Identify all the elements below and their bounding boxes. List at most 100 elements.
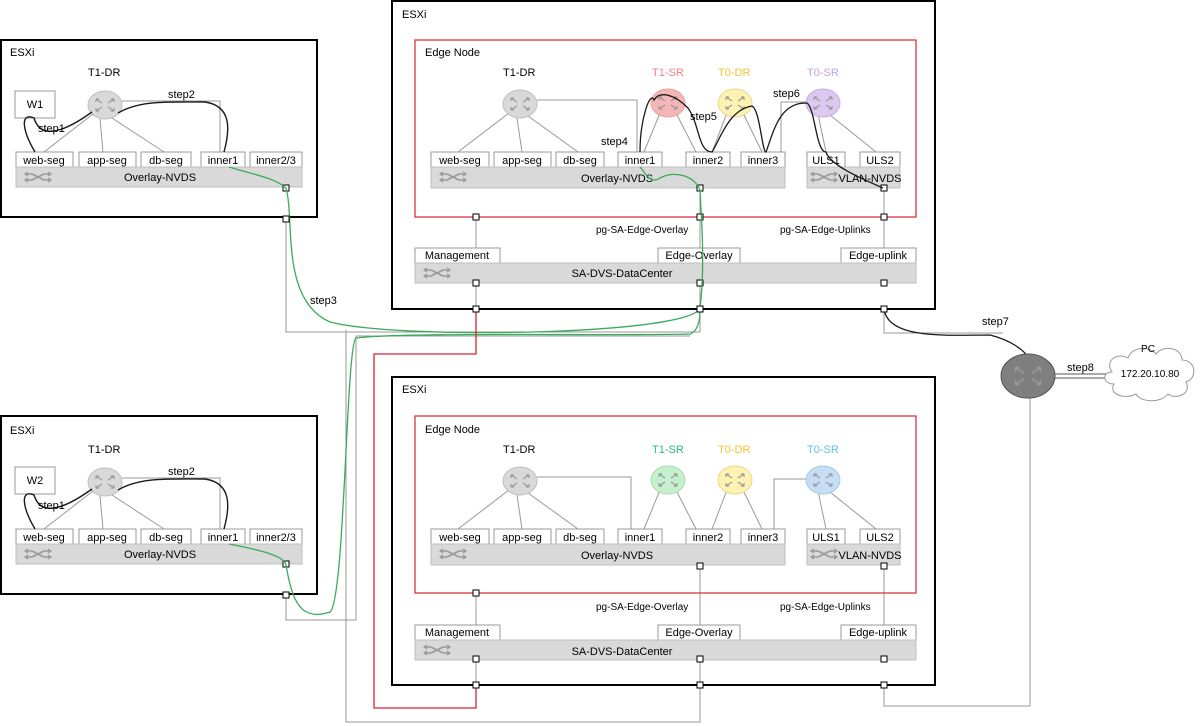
port-label: Edge-Overlay xyxy=(665,627,733,639)
physical-router[interactable] xyxy=(1000,353,1056,399)
host-1-overlay-label: Overlay-NVDS xyxy=(124,172,196,184)
path-step2 xyxy=(117,478,229,530)
t1dr-label: T1-DR xyxy=(503,444,535,456)
host-1-router[interactable] xyxy=(87,90,123,120)
t0dr-label: T0-DR xyxy=(718,67,750,79)
step2-label: step2 xyxy=(168,466,195,478)
path-step1 xyxy=(23,111,93,153)
edge-top-t1sr[interactable] xyxy=(650,88,686,118)
segment-label: inner1 xyxy=(208,532,239,544)
segment-label: inner2 xyxy=(693,155,724,167)
uplink-label: ULS2 xyxy=(866,532,894,544)
edge-top-dvs-ports: Management Edge-Overlay Edge-uplink xyxy=(414,247,917,264)
port-label: Edge-uplink xyxy=(849,250,908,262)
edge-bottom-t0dr[interactable] xyxy=(717,465,753,495)
path-step7 xyxy=(883,308,1031,361)
edge-bottom-overlay-bar xyxy=(430,543,786,566)
port-square xyxy=(472,213,480,221)
port-square xyxy=(282,591,290,599)
host-2-overlay-label: Overlay-NVDS xyxy=(124,549,196,561)
edge-bottom-t1dr[interactable] xyxy=(502,466,538,496)
step6-label: step6 xyxy=(773,88,800,100)
step7-label: step7 xyxy=(982,316,1009,328)
step3-label: step3 xyxy=(310,295,337,307)
host-1-router-links xyxy=(43,100,221,153)
vm-w1-label: W1 xyxy=(27,99,44,111)
port-square xyxy=(696,305,704,313)
segment-label: inner3 xyxy=(748,532,779,544)
cloud-shape xyxy=(1104,347,1195,402)
edge-node-bottom-title: Edge Node xyxy=(425,424,480,436)
pg-overlay-label: pg-SA-Edge-Overlay xyxy=(596,602,688,613)
segment-label: web-seg xyxy=(22,532,65,544)
edge-top-t1dr[interactable] xyxy=(502,89,538,119)
edge-bottom-t0sr[interactable] xyxy=(805,465,841,495)
edge-bottom-segments: web-seg app-seg db-seg inner1 inner2 inn… xyxy=(430,528,901,545)
esxi-host-1: ESXi T1-DR W1 web-seg app-seg db-seg inn… xyxy=(0,39,318,218)
edge-bottom-dvs-label: SA-DVS-DataCenter xyxy=(572,646,673,658)
segment-label: app-seg xyxy=(502,532,542,544)
edge-bottom-router-links xyxy=(457,476,877,530)
host-2-title: ESXi xyxy=(10,425,34,437)
segment-label: db-seg xyxy=(563,532,597,544)
segment-label: db-seg xyxy=(563,155,597,167)
pg-overlay-label: pg-SA-Edge-Overlay xyxy=(596,225,688,236)
edge-node-bottom-frame xyxy=(414,415,917,594)
host-2-router[interactable] xyxy=(87,467,123,497)
segment-label: web-seg xyxy=(22,155,65,167)
segment-label: web-seg xyxy=(438,155,481,167)
port-square xyxy=(472,589,480,597)
edge-top-host-title: ESXi xyxy=(402,9,426,21)
path-management-red xyxy=(373,309,477,709)
host-2-segments: web-seg app-seg db-seg inner1 inner2/3 xyxy=(15,528,303,545)
t0sr-label: T0-SR xyxy=(807,67,839,79)
t1dr-label: T1-DR xyxy=(503,67,535,79)
edge-top-segments: web-seg app-seg db-seg inner1 inner2 inn… xyxy=(430,151,901,168)
pg-uplinks-label: pg-SA-Edge-Uplinks xyxy=(780,602,871,613)
vm-w1[interactable] xyxy=(14,90,56,119)
step4-label: step4 xyxy=(601,136,628,148)
pc-ip: 172.20.10.80 xyxy=(1121,369,1180,380)
edge-bottom-t1sr[interactable] xyxy=(650,465,686,495)
segment-label: inner1 xyxy=(625,532,656,544)
segment-label: inner2/3 xyxy=(256,532,296,544)
host-1-overlay-bar xyxy=(15,166,303,188)
host-1-title: ESXi xyxy=(10,47,34,59)
step8-label: step8 xyxy=(1067,362,1094,374)
t0sr-label: T0-SR xyxy=(807,444,839,456)
edge-top-dvs-label: SA-DVS-DataCenter xyxy=(572,268,673,280)
segment-label: app-seg xyxy=(87,155,127,167)
esxi-edge-bottom: ESXi Edge Node T1-DR T1-SR T0-DR T0-SR xyxy=(391,376,936,686)
port-label: Edge-Overlay xyxy=(665,250,733,262)
port-square xyxy=(282,215,290,223)
edge-top-vlan-label: VLAN-NVDS xyxy=(839,173,902,185)
path-step1 xyxy=(23,488,93,530)
port-label: Management xyxy=(425,250,489,262)
vm-w2[interactable] xyxy=(14,466,56,495)
segment-label: db-seg xyxy=(149,532,183,544)
edge-top-t0dr[interactable] xyxy=(717,88,753,118)
edge-top-router-links xyxy=(457,99,877,153)
edge-bottom-dvs-ports: Management Edge-Overlay Edge-uplink xyxy=(414,624,917,641)
segment-label: inner1 xyxy=(625,155,656,167)
edge-node-top-frame xyxy=(414,39,917,218)
host-1-router-label: T1-DR xyxy=(88,67,120,79)
edge-bottom-vlan-bar xyxy=(806,543,901,566)
path-host2-green xyxy=(228,308,701,615)
segment-label: inner2/3 xyxy=(256,155,296,167)
port-square xyxy=(880,213,888,221)
host-1-segments: web-seg app-seg db-seg inner1 inner2/3 xyxy=(15,151,303,168)
segment-label: app-seg xyxy=(87,532,127,544)
esxi-edge-top: ESXi Edge Node T1-DR T1-SR T0-DR T0-SR xyxy=(391,0,936,310)
port-square xyxy=(696,279,704,287)
pc-cloud[interactable] xyxy=(1104,347,1195,402)
t1sr-label: T1-SR xyxy=(652,444,684,456)
port-square xyxy=(880,305,888,313)
segment-label: inner2 xyxy=(693,532,724,544)
port-square xyxy=(880,184,888,192)
t0dr-label: T0-DR xyxy=(718,444,750,456)
uplink-label: ULS1 xyxy=(812,532,840,544)
port-label: Edge-uplink xyxy=(849,627,908,639)
path-step4-6 xyxy=(639,94,884,189)
